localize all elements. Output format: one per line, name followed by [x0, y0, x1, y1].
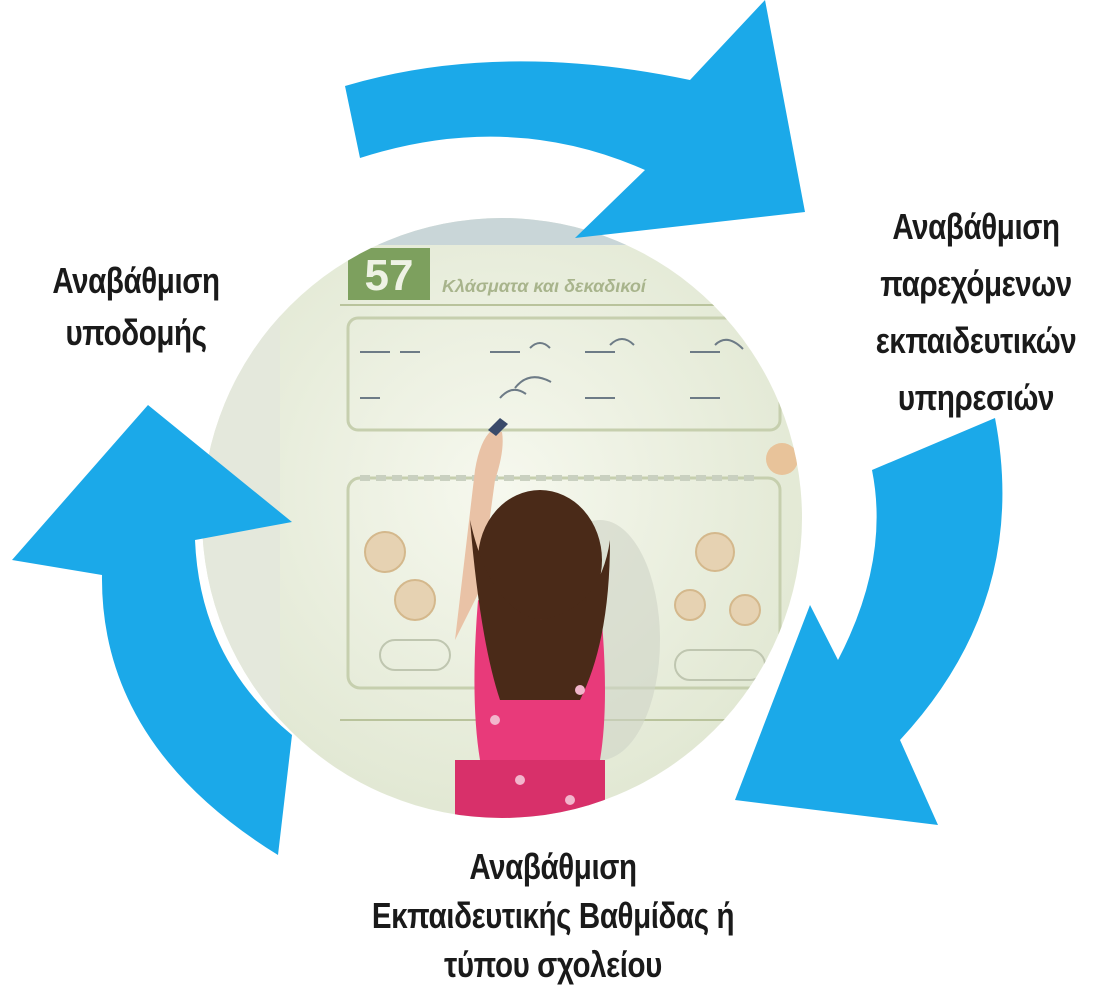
student-figure: [455, 418, 610, 818]
label-line: Εκπαιδευτικής Βαθμίδας ή: [371, 895, 735, 936]
label-line: Αναβάθμιση: [892, 206, 1060, 247]
arrow-right: [735, 418, 1003, 825]
label-line: τύπου σχολείου: [444, 944, 662, 985]
label-services-upgrade: Αναβάθμιση παρεχόμενων εκπαιδευτικών υπη…: [869, 198, 1082, 426]
cycle-arrows: [12, 0, 1003, 855]
label-infrastructure-upgrade: Αναβάθμιση υποδομής: [24, 255, 247, 359]
whiteboard-heading: Κλάσματα και δεκαδικοί: [442, 276, 648, 296]
whiteboard-number: 57: [365, 251, 414, 300]
label-line: Αναβάθμιση: [52, 260, 220, 301]
label-line: Αναβάθμιση: [469, 846, 637, 887]
label-line: υπηρεσιών: [897, 377, 1055, 418]
arrow-top: [345, 0, 805, 238]
label-school-level-upgrade: Αναβάθμιση Εκπαιδευτικής Βαθμίδας ή τύπο…: [332, 842, 775, 989]
label-line: εκπαιδευτικών: [875, 320, 1077, 361]
arrow-left: [12, 405, 292, 855]
label-line: υποδομής: [65, 312, 207, 353]
label-line: παρεχόμενων: [880, 263, 1072, 304]
